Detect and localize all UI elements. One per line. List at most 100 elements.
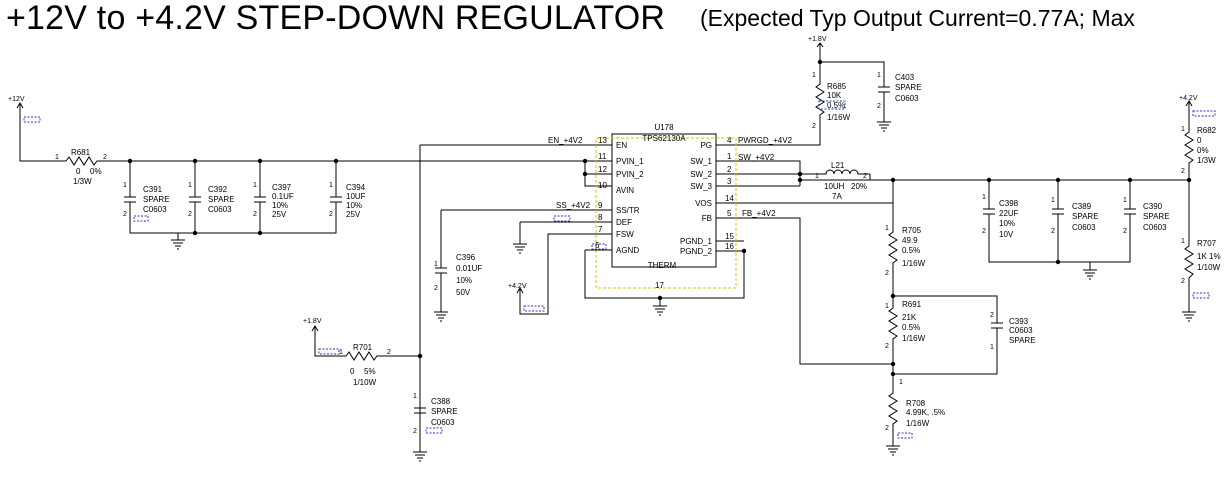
pin-c390-1: 1 — [1123, 197, 1127, 204]
pin-name-pg: PG — [700, 141, 712, 150]
pin-r681-1: 1 — [55, 154, 59, 161]
ground-symbol — [886, 445, 900, 456]
net-marker — [553, 215, 571, 222]
junction-dots — [127, 59, 1192, 377]
junction-dot — [1055, 177, 1061, 183]
pin-c388-2: 2 — [413, 428, 417, 435]
pin-l21-2: 2 — [863, 173, 867, 180]
power-r707: 1/10W — [1197, 263, 1221, 272]
value-r691: 21K — [902, 313, 917, 322]
power-r682: 1/3W — [1197, 156, 1216, 165]
pin-name-pvin2: PVIN_2 — [616, 170, 644, 179]
ic-u178: U178 TPS62130A THERM 17 EN 13 PVIN_1 11 … — [585, 123, 737, 290]
resistor-r705: 1 2 R705 49.9 0.5% 1/16W — [885, 220, 926, 278]
pin-r707-1: 1 — [1181, 238, 1185, 245]
pin-r691-2: 2 — [885, 343, 889, 350]
pin-r705-2: 2 — [885, 270, 889, 277]
ground-symbol — [877, 121, 891, 132]
ref-c392: C392 — [208, 185, 228, 194]
capacitor-c398: 1 2 C398 22UF 10% 10V — [982, 192, 1019, 239]
capacitor-c403: 1 2 C403 SPARE C0603 — [877, 70, 922, 112]
ref-r707: R707 — [1197, 239, 1217, 248]
pin-name-agnd: AGND — [616, 246, 639, 255]
voltage-c396: 50V — [456, 288, 471, 297]
junction-dot — [257, 158, 263, 164]
tol-r682: 0% — [1197, 146, 1209, 155]
junction-dot — [192, 158, 198, 164]
pin-c394-1: 1 — [329, 182, 333, 189]
voltage-c398: 10V — [999, 230, 1014, 239]
ref-r691: R691 — [902, 300, 922, 309]
capacitor-c389: 1 2 C389 SPARE C0603 — [1051, 192, 1099, 235]
footprint-c391: C0603 — [143, 205, 167, 214]
tol-c397: 10% — [272, 201, 288, 210]
pin-name-ss-tr: SS/TR — [616, 206, 640, 215]
pin-c389-1: 1 — [1051, 197, 1055, 204]
ref-r681: R681 — [71, 148, 91, 157]
junction-dot — [192, 230, 198, 236]
rail-v18-left: +1.8V — [303, 318, 340, 355]
pin-num-2: 2 — [727, 165, 732, 174]
value-c392: SPARE — [208, 195, 235, 204]
tol-r705: 0.5% — [902, 246, 920, 255]
ground-symbol — [413, 451, 427, 462]
junction-dot — [986, 177, 992, 183]
power-r708: 1/16W — [906, 419, 930, 428]
pin-r681-2: 2 — [103, 154, 107, 161]
power-r685: 1/16W — [827, 113, 851, 122]
title-bar: +12V to +4.2V STEP-DOWN REGULATOR (Expec… — [0, 0, 1230, 44]
ground-symbol — [171, 239, 185, 250]
pin-num-1: 1 — [727, 152, 732, 161]
resistor-r707: 1 2 R707 1K 1% 1/10W — [1181, 236, 1221, 299]
ref-r708: R708 — [906, 399, 926, 408]
ref-r682: R682 — [1197, 126, 1217, 135]
junction-dot — [417, 353, 423, 359]
pin-name-fb: FB — [702, 214, 712, 223]
ref-c388: C388 — [431, 397, 451, 406]
pin-num-15: 15 — [725, 232, 734, 241]
value-r701: 0 — [350, 367, 355, 376]
capacitor-c397: 1 2 C397 0.1UF 10% 25V — [253, 180, 294, 220]
value-c389: SPARE — [1072, 212, 1099, 221]
resistor-r708: 1 2 R708 4.99K, .5% 1/16W — [885, 379, 945, 439]
pin-name-sw2: SW_2 — [690, 170, 712, 179]
net-label-sw: SW_+4V2 — [738, 153, 775, 162]
ic-therm-label: THERM — [648, 261, 677, 270]
net-label-ss: SS_+4V2 — [556, 201, 591, 210]
ground-symbol — [513, 243, 527, 254]
pin-r701-1: 1 — [339, 349, 343, 356]
resistor-r682: 1 2 R682 0 0% 1/3W — [1181, 124, 1217, 175]
resistor-r685: 1 2 R685 10K 0.5% 1/16W — [812, 66, 851, 130]
pin-num-9: 9 — [598, 201, 603, 210]
pin-num-5: 5 — [727, 209, 732, 218]
junction-dot — [127, 158, 133, 164]
pin-c388-1: 1 — [413, 393, 417, 400]
junction-dot — [797, 171, 803, 177]
junction-dot — [890, 177, 896, 183]
rail-label-v18-left: +1.8V — [303, 318, 322, 325]
value-r685: 10K — [827, 91, 842, 100]
junction-dot — [890, 371, 896, 377]
ground-symbol — [653, 305, 667, 316]
pin-c392-1: 1 — [188, 182, 192, 189]
pin-c397-2: 2 — [253, 211, 257, 218]
pin-num-11: 11 — [598, 152, 607, 161]
net-label-fb: FB_+4V2 — [742, 209, 776, 218]
pin-c392-2: 2 — [188, 211, 192, 218]
ground-symbol — [1182, 311, 1196, 322]
pin-c393-top: 2 — [990, 312, 994, 319]
pin-r707-2: 2 — [1181, 278, 1185, 285]
pin-c391-2: 2 — [123, 211, 127, 218]
ground-symbols — [171, 121, 1196, 462]
pin-r685-2: 2 — [812, 123, 816, 130]
resistor-r701: R701 1 2 0 5% 1/10W — [339, 343, 391, 387]
ic-part-number: TPS62130A — [642, 134, 686, 143]
pin-r708-1: 1 — [899, 379, 903, 386]
junction-dot — [1127, 177, 1133, 183]
pin-name-def: DEF — [616, 218, 632, 227]
pin-r691-1: 1 — [885, 303, 889, 310]
power-r691: 1/16W — [902, 334, 926, 343]
footprint-c392: C0603 — [208, 205, 232, 214]
value-l21: 10UH — [824, 182, 845, 191]
